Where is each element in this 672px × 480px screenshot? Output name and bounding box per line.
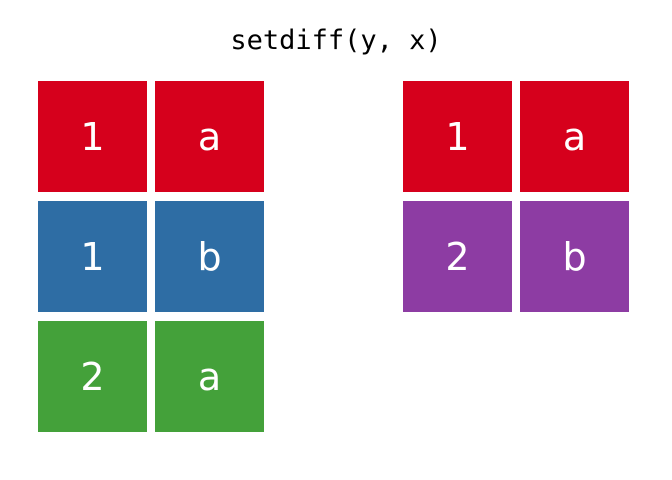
cell-value: 2 [445, 234, 470, 279]
table-cell: 1 [38, 81, 147, 192]
table-cell: 1 [38, 201, 147, 312]
table-cell: a [155, 321, 264, 432]
cell-value: 1 [80, 114, 105, 159]
table-row: 1 a [403, 81, 629, 192]
cell-value: a [562, 114, 587, 159]
table-cell: a [520, 81, 629, 192]
table-cell: 2 [38, 321, 147, 432]
right-table: 1 a 2 b [403, 81, 629, 312]
cell-value: b [197, 234, 222, 279]
cell-value: b [562, 234, 587, 279]
left-table: 1 a 1 b 2 a [38, 81, 264, 432]
cell-value: 1 [445, 114, 470, 159]
cell-value: 2 [80, 354, 105, 399]
table-cell: b [155, 201, 264, 312]
cell-value: 1 [80, 234, 105, 279]
table-row: 2 b [403, 201, 629, 312]
table-row: 1 a [38, 81, 264, 192]
table-cell: a [155, 81, 264, 192]
table-cell: 2 [403, 201, 512, 312]
figure-title: setdiff(y, x) [230, 25, 442, 56]
table-cell: b [520, 201, 629, 312]
table-row: 2 a [38, 321, 264, 432]
table-row: 1 b [38, 201, 264, 312]
cell-value: a [197, 354, 222, 399]
table-cell: 1 [403, 81, 512, 192]
cell-value: a [197, 114, 222, 159]
